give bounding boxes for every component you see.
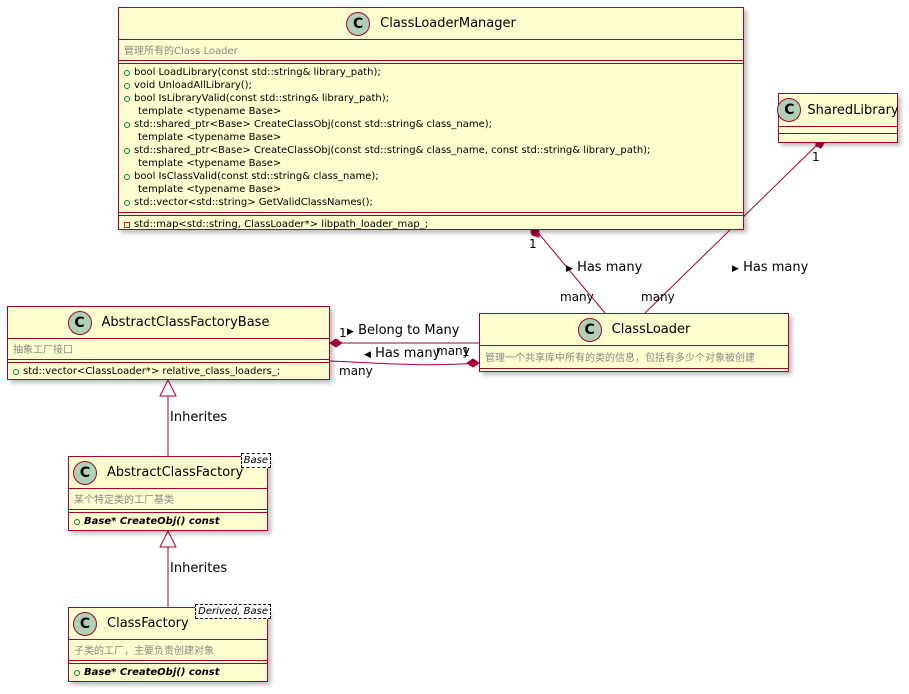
arrow-left-icon: ◀ [364, 350, 371, 360]
class-classfactory: C ClassFactory Derived, Base 子类的工厂，主要负责创… [68, 604, 271, 682]
member-text: template <typename Base> [138, 132, 282, 143]
class-c-icon: C [73, 460, 97, 485]
class-name: SharedLibrary [807, 102, 899, 118]
relation-label-inherits-base: Inherites [170, 410, 228, 425]
member-row: template <typename Base> [124, 157, 737, 170]
member-text: std::shared_ptr<Base> CreateClassObj(con… [134, 145, 651, 156]
class-abstractclassfactorybase: C AbstractClassFactoryBase 抽象工厂接口 std::v… [7, 306, 330, 380]
member-row: std::vector<std::string> GetValidClassNa… [124, 196, 737, 209]
member-row: std::shared_ptr<Base> CreateClassObj(con… [124, 144, 737, 157]
class-note: 抽象工厂接口 [13, 345, 73, 356]
class-classloader: C ClassLoader 管理一个共享库中所有的类的信息，包括有多少个对象被创… [479, 313, 789, 372]
class-name: ClassLoader [611, 322, 691, 337]
member-text: Base* CreateObj() const [84, 667, 220, 678]
member-row: Base* CreateObj() const [74, 666, 261, 679]
class-c-icon: C [577, 317, 602, 342]
arrow-right-icon: ▶ [732, 264, 739, 274]
public-visibility-icon [124, 69, 130, 76]
diamond-loader [466, 358, 480, 368]
public-visibility-icon [124, 95, 130, 102]
method-list: Base* CreateObj() const [69, 513, 267, 531]
field-list: std::map<std::string, ClassLoader*> libp… [119, 216, 743, 234]
public-visibility-icon [74, 669, 80, 676]
relation-label-base-loader: ▶ Belong to Many [347, 323, 460, 338]
multiplicity-loader-many: many [436, 344, 470, 358]
member-text: void UnloadAllLibrary(); [134, 80, 252, 91]
member-text: bool IsLibraryValid(const std::string& l… [134, 93, 390, 104]
member-row: std::vector<ClassLoader*> relative_class… [13, 365, 323, 378]
multiplicity-loader-many-right: many [641, 290, 675, 304]
member-row: bool IsLibraryValid(const std::string& l… [124, 92, 737, 105]
multiplicity-shared-one: 1 [812, 150, 820, 164]
member-text: std::shared_ptr<Base> CreateClassObj(con… [134, 119, 493, 130]
class-name: AbstractClassFactoryBase [101, 315, 270, 330]
member-row: std::map<std::string, ClassLoader*> libp… [124, 218, 737, 231]
class-c-icon: C [346, 11, 371, 36]
member-row: template <typename Base> [124, 131, 737, 144]
class-name: ClassLoaderManager [380, 16, 516, 31]
class-note: 子类的工厂，主要负责创建对象 [74, 646, 214, 657]
diamond-base [329, 338, 343, 348]
class-classloadermanager: C ClassLoaderManager 管理所有的Class Loader b… [118, 7, 744, 230]
public-visibility-icon [74, 518, 80, 525]
inherit-triangle-base [159, 378, 177, 397]
member-row: template <typename Base> [124, 183, 737, 196]
member-row: void UnloadAllLibrary(); [124, 79, 737, 92]
field-list: std::vector<ClassLoader*> relative_class… [8, 363, 329, 381]
method-list: bool LoadLibrary(const std::string& libr… [119, 64, 743, 212]
class-sharedlibrary: C SharedLibrary [777, 93, 899, 143]
multiplicity-base-many: many [339, 364, 373, 378]
member-row: bool IsClassValid(const std::string& cla… [124, 170, 737, 183]
template-parameter: Base [240, 453, 271, 468]
edge-loader-base [329, 360, 480, 366]
multiplicity-loader-one: 1 [462, 345, 470, 359]
member-text: std::map<std::string, ClassLoader*> libp… [134, 219, 429, 230]
multiplicity-base-one: 1 [339, 326, 347, 340]
relation-label-shared-loader: ▶ Has many [732, 260, 809, 275]
member-row: bool LoadLibrary(const std::string& libr… [124, 66, 737, 79]
member-row: std::shared_ptr<Base> CreateClassObj(con… [124, 118, 737, 131]
method-list: Base* CreateObj() const [69, 664, 267, 682]
public-visibility-icon [124, 199, 130, 206]
member-text: std::vector<std::string> GetValidClassNa… [134, 197, 373, 208]
public-visibility-icon [13, 368, 19, 375]
member-text: Base* CreateObj() const [84, 516, 220, 527]
class-name: ClassFactory [107, 616, 189, 631]
class-c-icon: C [73, 611, 97, 636]
public-visibility-icon [124, 121, 130, 128]
member-text: template <typename Base> [138, 158, 282, 169]
inherit-triangle-abstract [159, 529, 177, 548]
public-visibility-icon [124, 147, 130, 154]
public-visibility-icon [124, 173, 130, 180]
member-row: template <typename Base> [124, 105, 737, 118]
member-text: bool LoadLibrary(const std::string& libr… [134, 67, 381, 78]
relation-label-loader-base: ◀ Has many [364, 346, 441, 361]
multiplicity-loader-many-left: many [560, 290, 594, 304]
edge-manager-loader [534, 228, 606, 314]
private-visibility-icon [124, 221, 130, 228]
arrow-right-icon: ▶ [566, 264, 573, 274]
public-visibility-icon [124, 82, 130, 89]
member-text: template <typename Base> [138, 106, 282, 117]
class-note: 管理所有的Class Loader [124, 46, 238, 57]
relation-label-manager-loader: ▶ Has many [566, 260, 643, 275]
member-row: Base* CreateObj() const [74, 515, 261, 528]
class-c-icon: C [777, 98, 802, 122]
member-text: bool IsClassValid(const std::string& cla… [134, 171, 379, 182]
member-text: template <typename Base> [138, 184, 282, 195]
class-note: 某个特定类的工厂基类 [74, 495, 174, 506]
class-c-icon: C [67, 310, 92, 335]
class-name: AbstractClassFactory [107, 465, 244, 480]
multiplicity-manager-one: 1 [529, 237, 537, 251]
class-note: 管理一个共享库中所有的类的信息，包括有多少个对象被创建 [485, 353, 755, 364]
class-abstractclassfactory: C AbstractClassFactory Base 某个特定类的工厂基类 B… [68, 453, 271, 531]
member-text: std::vector<ClassLoader*> relative_class… [23, 366, 281, 377]
arrow-right-icon: ▶ [347, 327, 354, 337]
relation-label-inherits-abstract: Inherites [170, 561, 228, 576]
template-parameter: Derived, Base [195, 604, 271, 619]
